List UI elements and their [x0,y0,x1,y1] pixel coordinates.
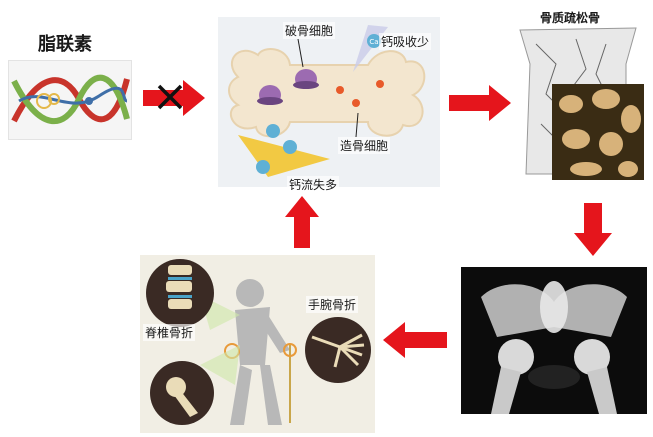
calcium-loss-label: 钙流失多 [287,176,339,193]
pelvis-xray-image [461,267,647,414]
fracture-panel [140,255,375,433]
arrow-left-1 [381,322,447,362]
osteoclast-label: 破骨细胞 [283,22,335,39]
osteoblast-label: 造骨细胞 [338,137,390,154]
block-x-icon [155,82,185,116]
arrow-down-1 [573,203,613,261]
arrow-up-1 [284,195,320,253]
osteoporosis-bone-image [516,24,644,180]
leptin-title: 脂联素 [38,30,92,56]
ca-symbol: Ca [369,38,378,46]
arrow-right-1 [449,85,513,125]
spine-fracture-label: 脊椎骨折 [143,324,195,341]
dna-image [8,60,132,140]
wrist-fracture-label: 手腕骨折 [306,296,358,313]
calcium-absorb-label: 钙吸收少 [379,33,431,50]
